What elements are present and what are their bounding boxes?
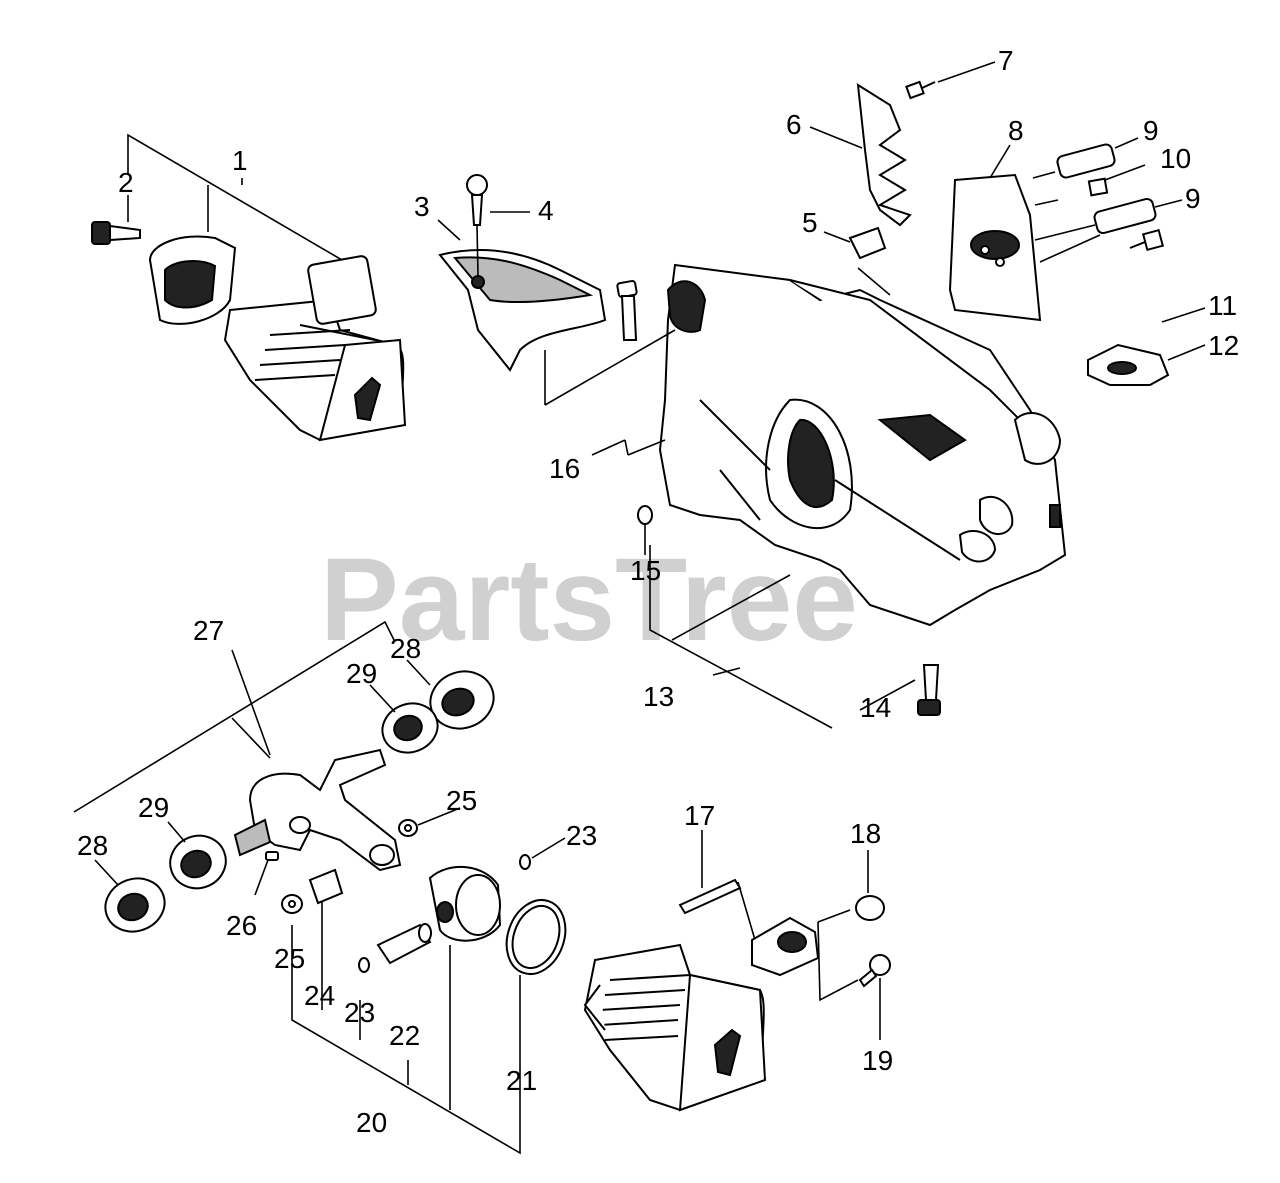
label-19: 19	[862, 1045, 893, 1076]
label-6: 6	[786, 109, 802, 140]
part-19-screw[interactable]	[858, 954, 891, 988]
label-10: 10	[1160, 143, 1191, 174]
label-11: 11	[1208, 290, 1237, 321]
part-5-cap[interactable]	[848, 226, 887, 260]
part-6-chain-catcher[interactable]	[856, 83, 912, 227]
label-3: 3	[414, 191, 430, 222]
part-28-seal-left[interactable]	[98, 870, 172, 939]
label-4: 4	[538, 195, 554, 226]
watermark-text: PartsTree	[320, 534, 858, 666]
leader-lines	[94, 61, 1206, 1040]
part-8-guide-plate[interactable]	[948, 173, 1042, 322]
label-17: 17	[684, 800, 715, 831]
label-29b: 29	[138, 792, 169, 823]
bracket-20	[291, 900, 521, 1155]
label-24: 24	[304, 980, 335, 1011]
part-20-piston[interactable]	[428, 865, 502, 942]
part-1-cylinder-cover[interactable]	[148, 235, 237, 325]
label-7: 7	[998, 45, 1014, 76]
label-12: 12	[1208, 330, 1239, 361]
part-7-screw[interactable]	[905, 80, 936, 100]
part-22-piston-pin[interactable]	[376, 923, 432, 965]
part-24-bearing[interactable]	[308, 868, 344, 905]
part-27-crankshaft[interactable]	[233, 748, 402, 872]
label-2: 2	[118, 167, 134, 198]
label-27: 27	[193, 615, 224, 646]
part-9-stud-upper[interactable]	[1056, 143, 1116, 179]
label-21: 21	[506, 1065, 537, 1096]
part-18-cap[interactable]	[855, 895, 885, 921]
label-15: 15	[630, 555, 661, 586]
part-9-stud-lower[interactable]	[1093, 197, 1157, 235]
part-26-key[interactable]	[265, 851, 279, 861]
label-1: 1	[232, 145, 248, 176]
label-23a: 23	[566, 820, 597, 851]
label-18: 18	[850, 818, 881, 849]
part-23-clip-lower[interactable]	[358, 957, 370, 973]
label-13: 13	[643, 681, 674, 712]
label-5: 5	[802, 207, 818, 238]
part-17-shaft[interactable]	[678, 878, 742, 915]
part-13-crankcase[interactable]	[658, 263, 1067, 627]
part-10-screw[interactable]	[1087, 177, 1109, 197]
part-29-bearing-left[interactable]	[163, 828, 233, 896]
bracket-13	[649, 545, 833, 729]
part-1-cylinder[interactable]	[223, 255, 407, 442]
part-25-washer-left[interactable]	[281, 894, 303, 914]
label-25b: 25	[274, 943, 305, 974]
label-9b: 9	[1185, 183, 1201, 214]
part-21-gasket[interactable]	[497, 892, 576, 983]
part-3-top-cover[interactable]	[438, 249, 607, 372]
label-20: 20	[356, 1107, 387, 1138]
part-cylinder-lower[interactable]	[583, 943, 767, 1112]
part-12-lever[interactable]	[1087, 343, 1170, 386]
part-14-bolt[interactable]	[917, 664, 941, 716]
bracket-27	[73, 620, 396, 813]
part-29-bearing-right[interactable]	[375, 696, 444, 760]
label-25a: 25	[446, 785, 477, 816]
label-9a: 9	[1143, 115, 1159, 146]
part-23-clip-upper[interactable]	[519, 854, 531, 870]
label-23b: 23	[344, 997, 375, 1028]
part-25-washer-right[interactable]	[398, 819, 418, 837]
label-22: 22	[389, 1020, 420, 1051]
part-11-screw[interactable]	[1129, 228, 1165, 252]
label-26: 26	[226, 910, 257, 941]
part-28-seal-right[interactable]	[422, 663, 501, 738]
label-28a: 28	[390, 633, 421, 664]
part-2-bolt[interactable]	[91, 221, 141, 245]
part-15-oring[interactable]	[637, 505, 653, 525]
label-16: 16	[549, 453, 580, 484]
part-16-bolt[interactable]	[616, 280, 638, 341]
part-4-screw[interactable]	[466, 174, 488, 226]
part-oil-pump[interactable]	[751, 916, 820, 977]
label-14: 14	[860, 692, 891, 723]
part-labels: 1 2 3 4 5 6 7 8 9 10 9 11 12 16 15 13 14…	[77, 45, 1239, 1138]
label-29a: 29	[346, 658, 377, 689]
label-8: 8	[1008, 115, 1024, 146]
label-28b: 28	[77, 830, 108, 861]
